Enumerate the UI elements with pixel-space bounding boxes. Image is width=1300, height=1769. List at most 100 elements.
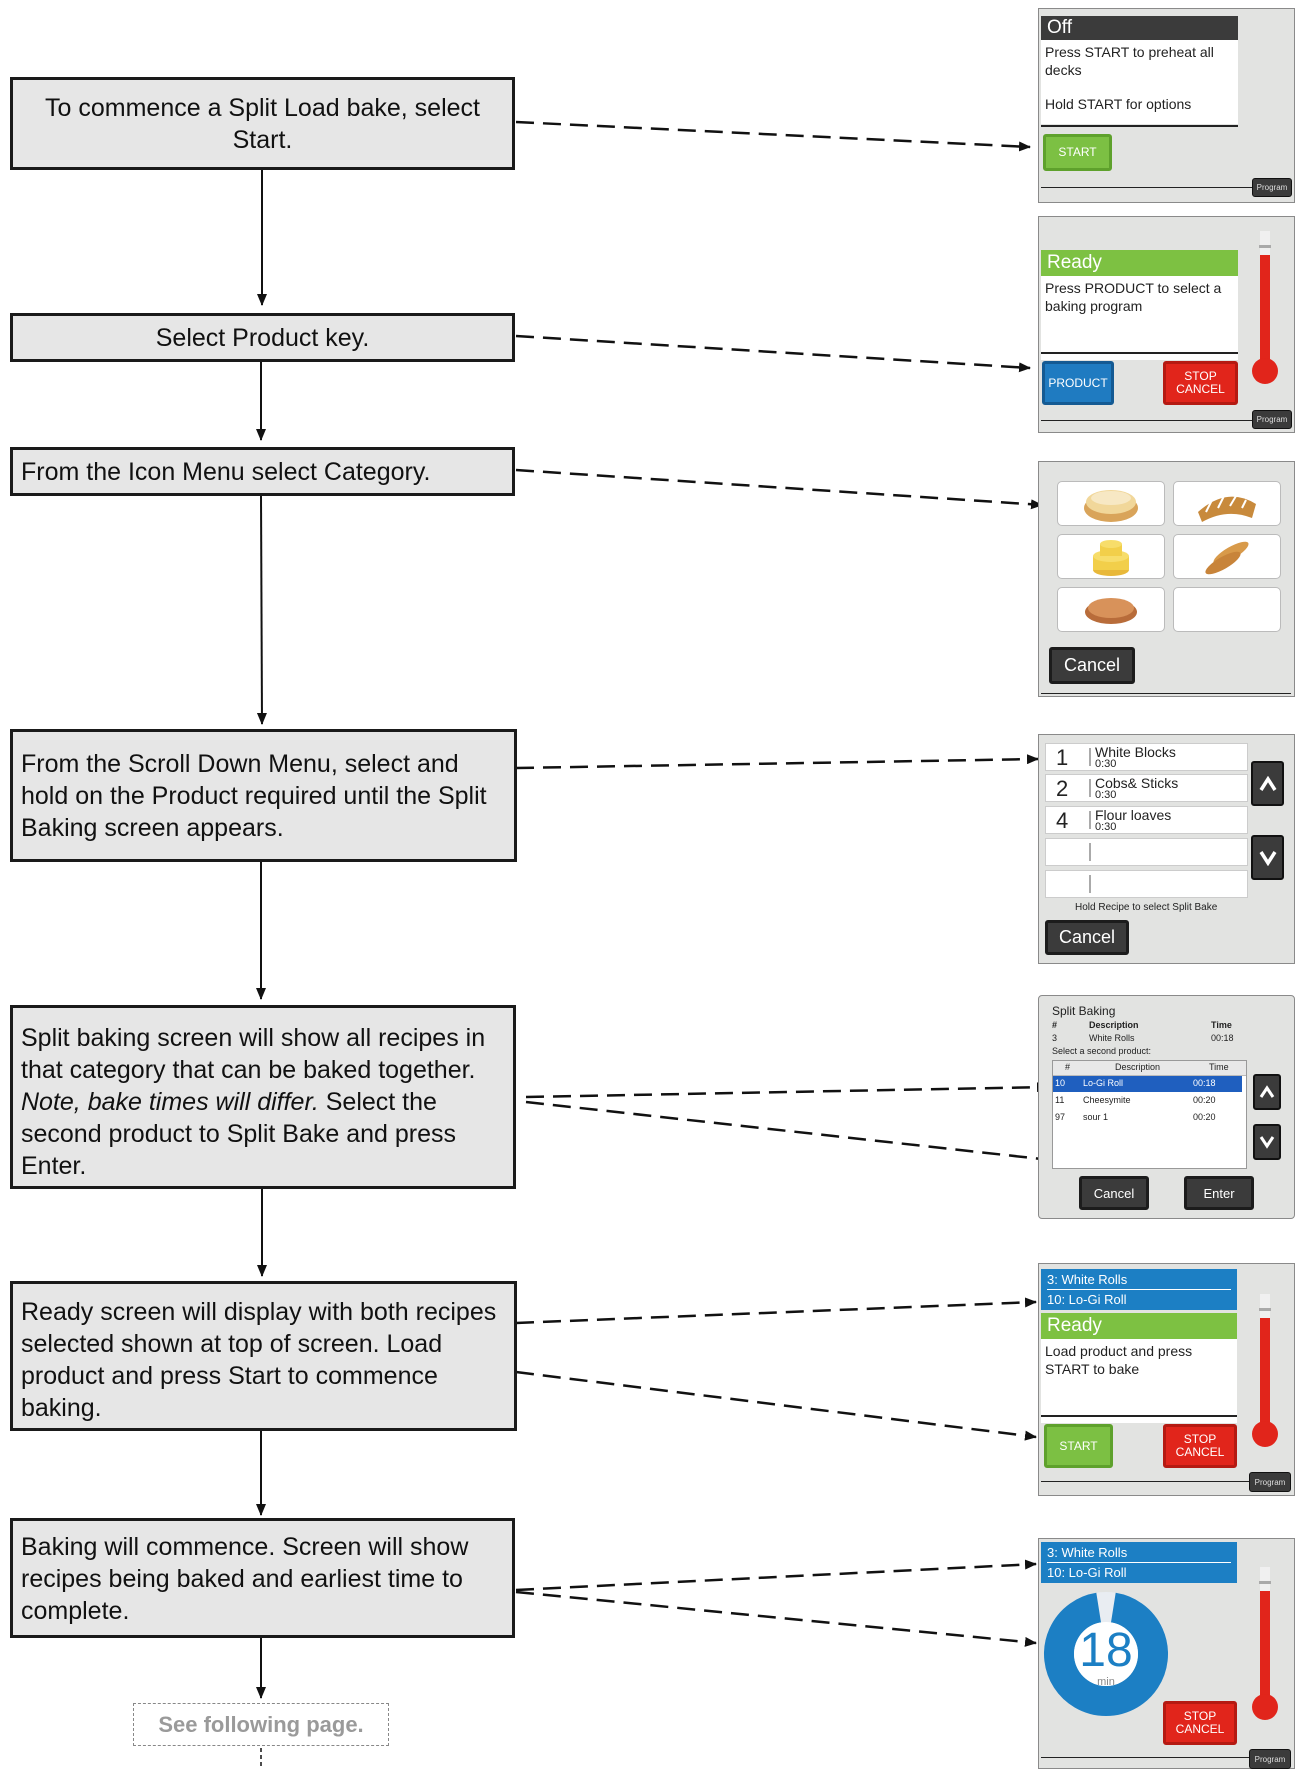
off-line1: Press START to preheat all decks [1045,44,1214,78]
bread-sticks-icon [1205,541,1249,574]
step-category-text: From the Icon Menu select Category. [21,458,431,486]
step-product-box: Select Product key. [10,313,515,362]
stop-label: STOP [1184,369,1217,383]
see-following-page: See following page. [133,1703,389,1746]
table-row-selected[interactable]: 10 Lo-Gi Roll 00:18 [1053,1076,1242,1092]
recipe-number: 2 [1056,776,1069,801]
program-button[interactable]: Program [1249,1749,1291,1769]
screen-ready-split: 3: White Rolls 10: Lo-Gi Roll Ready Load… [1038,1263,1295,1496]
pointer-start [515,120,1031,152]
step-baking-text: Baking will commence. Screen will show r… [21,1533,469,1625]
timer-value: 18 [1079,1624,1133,1677]
cancel-label: CANCEL [1175,1722,1225,1736]
scroll-up-button[interactable] [1253,1074,1281,1110]
thermometer-icon [1252,1567,1278,1720]
screen-icon-menu: Cancel [1038,461,1295,697]
step-product-text: Select Product key. [155,323,370,352]
split-hdr-time: Time [1211,1020,1232,1030]
start-button[interactable]: START [1043,134,1112,171]
screen-recipe-list: 1 White Blocks 0:30 2 Cobs& Sticks 0:30 … [1038,734,1295,964]
cancel-button[interactable]: Cancel [1079,1176,1149,1210]
recipe-name: Cobs& Sticks [1095,775,1179,791]
step-ready-box: Ready screen will display with both reci… [10,1281,517,1431]
recipe-number: 1 [1056,745,1069,770]
stop-cancel-button[interactable]: STOP CANCEL [1163,361,1238,405]
off-header: Off [1041,16,1238,40]
off-line2: Hold START for options [1045,96,1192,112]
off-message: Press START to preheat all decks Hold ST… [1041,40,1238,124]
row-time: 00:18 [1193,1078,1216,1088]
program-button[interactable]: Program [1252,178,1292,197]
recipe-row-empty[interactable] [1045,870,1248,898]
row-num: 11 [1055,1095,1065,1105]
step-ready-text: Ready screen will display with both reci… [21,1298,497,1422]
recipe-time: 0:30 [1095,821,1117,833]
cancel-button[interactable]: Cancel [1045,920,1129,955]
pointer-second-product [525,1082,1049,1099]
split-first-time: 00:18 [1211,1033,1234,1043]
cancel-label: CANCEL [1176,382,1225,396]
split-baking-title: Split Baking [1052,1004,1116,1018]
screen-off: Off Press START to preheat all decks Hol… [1038,8,1295,203]
program-button[interactable]: Program [1252,410,1292,429]
chevron-up-icon [1259,775,1276,791]
category-tile-bread[interactable] [1057,481,1165,526]
split-hdr-desc: Description [1089,1020,1139,1030]
scroll-up-button[interactable] [1251,761,1284,806]
thermometer-icon [1252,231,1278,384]
category-tile-bread-sticks[interactable] [1173,534,1281,579]
scroll-down-button[interactable] [1251,835,1284,880]
recipe-row[interactable]: 2 Cobs& Sticks 0:30 [1045,774,1248,802]
start-button[interactable]: START [1044,1424,1113,1468]
cancel-button[interactable]: Cancel [1049,647,1135,684]
row-desc: sour 1 [1083,1112,1109,1122]
recipe-row-empty[interactable] [1045,838,1248,866]
recipe-row[interactable]: 1 White Blocks 0:30 [1045,743,1248,771]
step-category-box: From the Icon Menu select Category. [10,447,515,496]
stop-cancel-button[interactable]: STOP CANCEL [1163,1701,1237,1745]
ready-message: Press PRODUCT to select a baking program [1041,276,1238,360]
select-second-label: Select a second product: [1052,1046,1152,1056]
table-row[interactable]: 97 sour 1 00:20 [1053,1110,1240,1126]
step-split-screen-box: Split baking screen will show all recipe… [10,1005,516,1189]
step-split-screen-text-a: Split baking screen will show all recipe… [21,1024,486,1084]
pointer-recipes-top [515,1297,1037,1325]
pointer-product [515,334,1031,373]
bread-loaf-icon [1084,489,1138,522]
cake-icon [1093,539,1129,576]
category-tile-empty[interactable] [1173,587,1281,632]
table-row[interactable]: 11 Cheesymite 00:20 [1053,1093,1240,1109]
ready-header: Ready [1041,250,1238,276]
category-tile-pastry[interactable] [1173,481,1281,526]
step-commence-box: To commence a Split Load bake, select St… [10,77,515,170]
scroll-down-button[interactable] [1253,1124,1281,1160]
recipe-1-label: 3: White Rolls [1047,1545,1128,1560]
program-button[interactable]: Program [1249,1472,1291,1492]
row-desc: Lo-Gi Roll [1083,1078,1124,1088]
row-time: 00:20 [1193,1095,1216,1105]
category-tile-cake[interactable] [1057,534,1165,579]
pointer-category [515,468,1043,510]
pie-icon [1085,597,1137,624]
flow-arrows [256,169,267,1699]
screen-baking: 3: White Rolls 10: Lo-Gi Roll 18 min STO… [1038,1538,1295,1769]
recipe-name: Flour loaves [1095,807,1172,823]
table-hdr-desc: Description [1115,1062,1161,1072]
recipe-2-label: 10: Lo-Gi Roll [1047,1565,1127,1580]
thermometer-icon [1252,1294,1278,1447]
pointer-start-2 [515,1370,1037,1441]
row-num: 10 [1055,1078,1066,1088]
split-recipes-header: 3: White Rolls 10: Lo-Gi Roll [1041,1269,1237,1310]
product-button[interactable]: PRODUCT [1042,361,1114,405]
category-tile-pie[interactable] [1057,587,1165,632]
timer-unit: min [1097,1676,1115,1688]
pointer-timer [515,1590,1037,1647]
split-bake-hint: Hold Recipe to select Split Bake [1075,902,1218,913]
stop-label: STOP [1183,1432,1217,1446]
enter-button[interactable]: Enter [1184,1176,1254,1210]
second-product-table: # Description Time 10 Lo-Gi Roll 00:18 1… [1052,1060,1247,1169]
recipe-row[interactable]: 4 Flour loaves 0:30 [1045,806,1248,834]
timer-ring [1044,1592,1168,1716]
stop-cancel-button[interactable]: STOP CANCEL [1163,1424,1237,1468]
